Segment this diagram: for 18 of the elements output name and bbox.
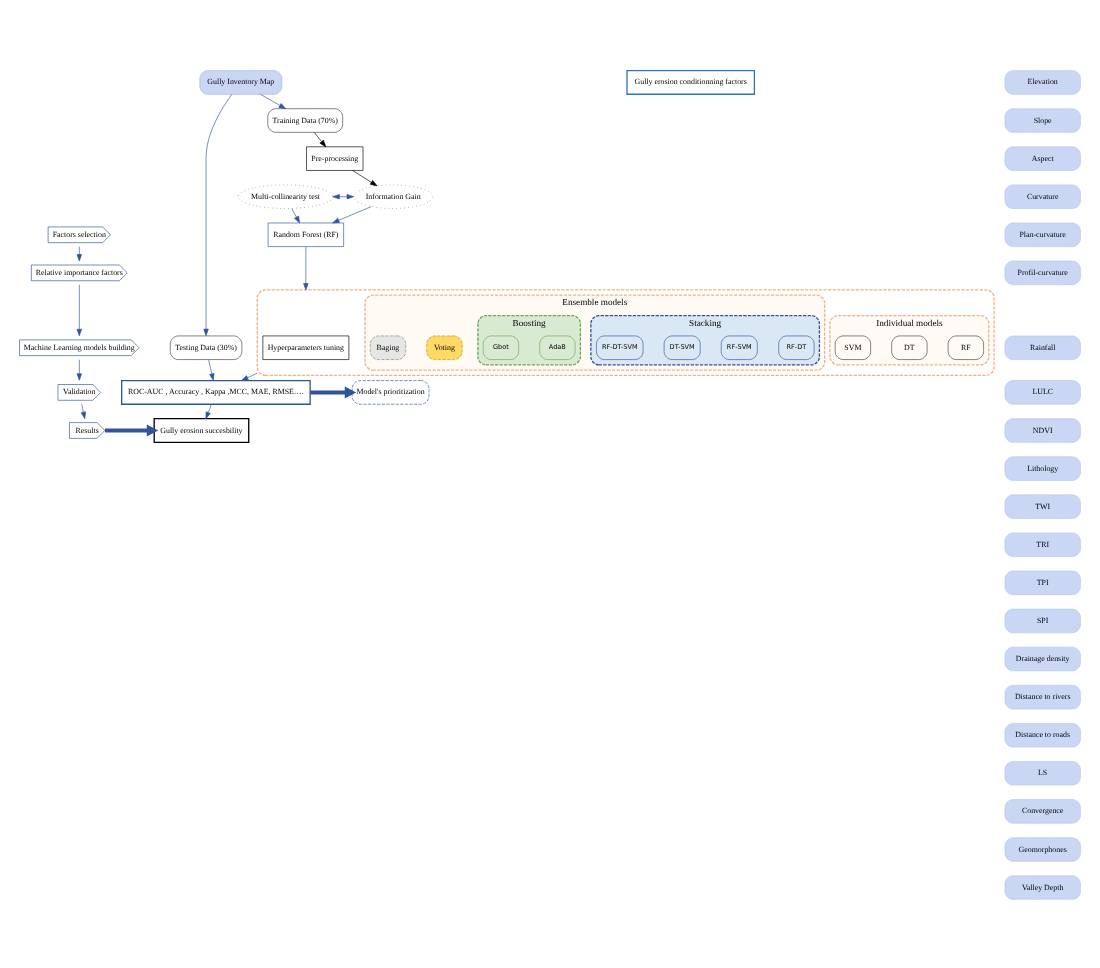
arrow — [291, 207, 300, 223]
arrow — [352, 169, 378, 186]
arrow — [76, 358, 82, 380]
arrow — [332, 193, 354, 199]
arrow — [260, 93, 286, 109]
arrow — [332, 205, 372, 223]
arrow — [208, 358, 215, 380]
arrow — [76, 283, 82, 336]
cluster — [256, 288, 995, 375]
arrow — [313, 131, 327, 147]
arrow — [205, 402, 212, 418]
arrow — [241, 371, 258, 380]
arrow — [76, 245, 82, 261]
arrow — [203, 92, 233, 335]
arrow — [310, 385, 357, 398]
arrow — [303, 245, 309, 290]
arrow — [80, 402, 86, 418]
arrow — [105, 423, 159, 436]
